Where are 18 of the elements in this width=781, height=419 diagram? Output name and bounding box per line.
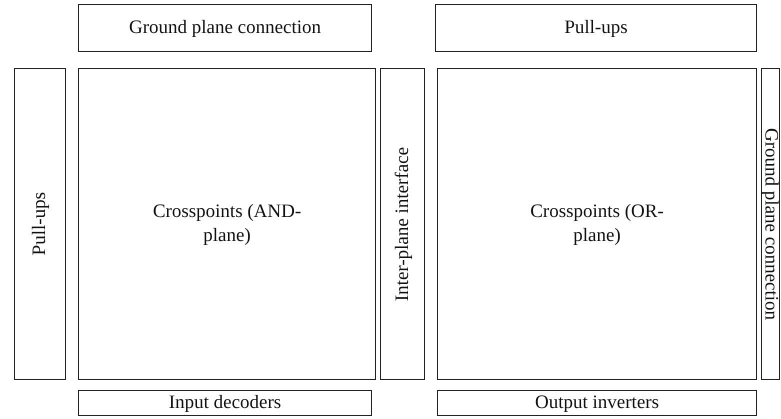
label-box bbox=[380, 68, 425, 380]
box-label: Output inverters bbox=[534, 391, 659, 415]
label-box bbox=[437, 390, 757, 416]
label-box bbox=[14, 68, 66, 380]
box-label: Ground plane connection bbox=[128, 16, 322, 40]
plane-box bbox=[78, 68, 376, 380]
label-box bbox=[761, 68, 780, 380]
box-label: Ground plane connection bbox=[759, 128, 781, 320]
box-label: Crosspoints (OR-plane) bbox=[529, 200, 665, 248]
label-box bbox=[78, 4, 372, 52]
box-label: Crosspoints (AND-plane) bbox=[152, 200, 302, 248]
label-box bbox=[78, 390, 372, 416]
box-label: Pull-ups bbox=[564, 16, 628, 40]
box-label: Pull-ups bbox=[28, 192, 52, 256]
box-label: Inter-plane interface bbox=[390, 146, 414, 302]
plane-box bbox=[437, 68, 757, 380]
box-label: Input decoders bbox=[168, 391, 282, 415]
label-box bbox=[435, 4, 757, 52]
